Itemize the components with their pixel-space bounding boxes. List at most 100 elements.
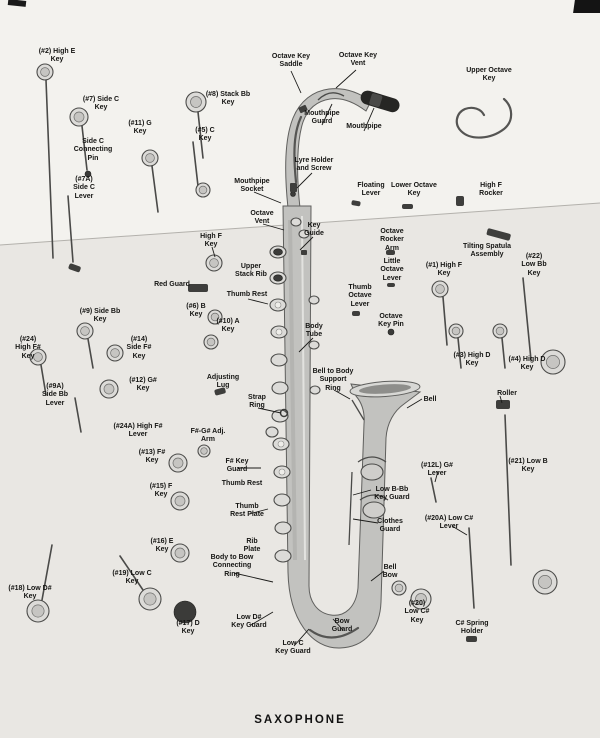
saxophone-body xyxy=(282,205,422,649)
leader-line xyxy=(332,618,344,631)
adjusting-lug-blob xyxy=(214,387,226,396)
bell-support-bar xyxy=(351,399,365,421)
exploded-parts-layer xyxy=(26,63,566,642)
stack-bb-key-cup xyxy=(185,91,207,113)
g-key-cup xyxy=(141,149,159,167)
leader-line xyxy=(406,398,423,409)
gs-key-cup xyxy=(99,379,119,399)
body-key-stack xyxy=(265,245,321,563)
low-b-rod xyxy=(504,414,512,566)
d-key-pad xyxy=(173,600,197,624)
little-octave-blob xyxy=(387,283,395,287)
c-key-rod xyxy=(192,141,199,187)
side-c-pin-dot xyxy=(84,170,92,178)
a-key-cup xyxy=(203,334,219,350)
low-cs-lever-rod xyxy=(468,527,475,609)
leader-line xyxy=(250,611,274,626)
bell-bow-cup xyxy=(391,580,407,596)
e-key-cup xyxy=(170,543,190,563)
lower-octave-blob xyxy=(402,204,413,209)
leader-line xyxy=(333,389,351,400)
stack-bb-key-rod xyxy=(197,111,204,159)
lyre-holder-figure xyxy=(290,183,297,192)
leader-line xyxy=(290,70,302,94)
gs-lever-rod xyxy=(430,477,437,503)
side-c-lever-blob xyxy=(68,263,81,273)
cs-spring-blob xyxy=(466,636,477,642)
mouthpipe-guard-wire xyxy=(317,92,345,101)
leader-line xyxy=(247,298,269,305)
diagram-title: SAXOPHONE xyxy=(254,714,346,726)
neck-octave-key-wire xyxy=(293,115,303,184)
floating-lever-blob xyxy=(351,200,361,207)
high-f-rocker-blob xyxy=(456,196,464,206)
leader-line xyxy=(363,107,375,132)
side-c-lever-rod xyxy=(67,195,74,263)
octave-saddle-figure xyxy=(298,104,308,114)
leader-line xyxy=(352,489,372,496)
leader-line xyxy=(352,518,379,524)
leader-line xyxy=(233,572,274,583)
low-bb-guard-wire xyxy=(357,456,387,463)
leader-line xyxy=(253,191,282,204)
low-c-key-rod xyxy=(119,555,144,591)
fs-gs-arm-cup xyxy=(197,444,211,458)
low-bb-pearl xyxy=(540,349,566,375)
saxophone-illustration xyxy=(265,88,513,649)
octave-vent-hole xyxy=(290,191,296,197)
side-c-key-cup xyxy=(69,107,89,127)
side-bb-key-rod xyxy=(87,338,94,369)
low-cs-key-cup xyxy=(410,588,432,610)
side-fs-key-cup xyxy=(106,344,124,362)
side-bb-key-cup xyxy=(76,322,94,340)
high-fs-key-rod xyxy=(40,364,47,396)
low-b-pearl xyxy=(532,569,558,595)
clothes-guard-wire xyxy=(348,471,353,546)
mouthpiece-figure xyxy=(360,90,400,113)
leader-line xyxy=(248,508,269,515)
leader-line xyxy=(299,236,314,251)
leader-lines-layer xyxy=(211,69,503,647)
leader-line xyxy=(321,103,333,126)
low-ds-key-cup xyxy=(26,599,50,623)
leader-line xyxy=(257,407,282,414)
high-d4-cup xyxy=(492,323,508,339)
bow-guard-wire xyxy=(308,626,360,639)
f-key-cup xyxy=(170,491,190,511)
leader-line xyxy=(296,172,313,189)
leader-line xyxy=(298,337,314,353)
high-fs-key-cup xyxy=(29,348,47,366)
high-f1-rod xyxy=(442,296,448,346)
side-c-key-rod xyxy=(81,125,88,171)
upper-octave-key-figure xyxy=(455,97,513,139)
b-key-cup xyxy=(207,309,223,325)
photo-corner-mark-top-right xyxy=(573,0,600,13)
low-b-guard-wire xyxy=(359,494,389,501)
thumb-octave-blob xyxy=(352,311,360,316)
g-key-rod xyxy=(151,165,159,213)
high-d4-rod xyxy=(501,337,506,369)
roller-blob xyxy=(496,400,510,409)
bell-mouth xyxy=(359,384,411,394)
fs-key-cup xyxy=(168,453,188,473)
leader-line xyxy=(370,570,385,582)
key-guide-figure xyxy=(301,250,307,255)
leader-line xyxy=(451,525,468,536)
leader-line xyxy=(335,69,357,89)
leader-line xyxy=(293,628,310,647)
tilting-spatula-blob xyxy=(486,228,511,241)
high-d3-cup xyxy=(448,323,464,339)
high-e-key-rod xyxy=(45,79,54,259)
low-c-key-cup xyxy=(138,587,162,611)
leader-line xyxy=(211,246,216,258)
low-bb-rod xyxy=(522,277,532,361)
red-guard-blob xyxy=(188,284,208,292)
leader-line xyxy=(499,395,503,404)
high-f-key-cup xyxy=(205,254,223,272)
low-ds-key-rod xyxy=(41,544,53,601)
high-e-key-cup xyxy=(36,63,54,81)
octave-pin-dot xyxy=(387,328,395,336)
leader-line xyxy=(434,470,439,483)
